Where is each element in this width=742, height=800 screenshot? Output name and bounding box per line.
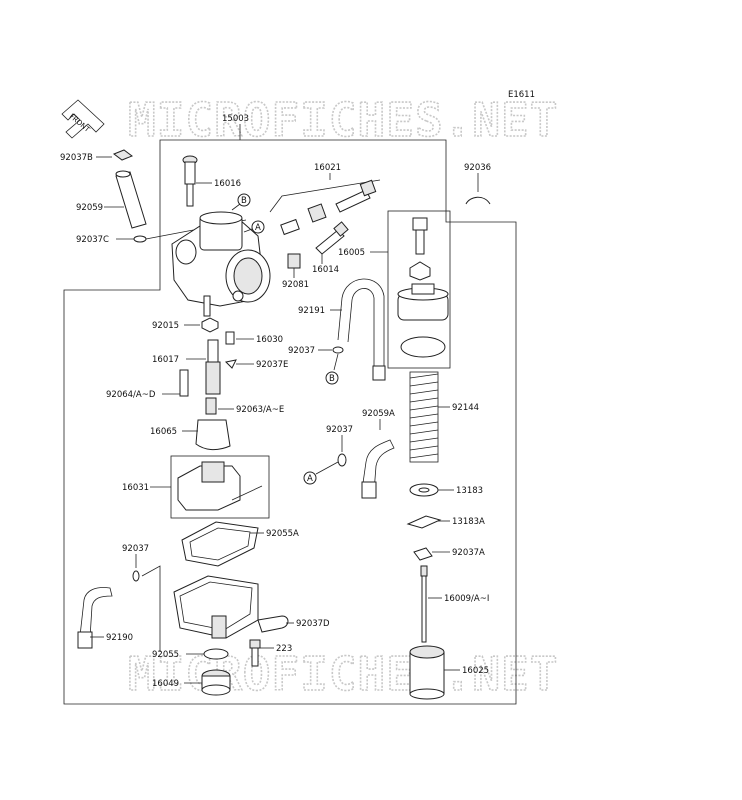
spring-92144-part [409,371,439,463]
label-92055A: 92055A [266,529,299,539]
label-92037-mid: 92037 [326,425,353,435]
jet-92064-part [179,369,189,397]
callout-b-top: B [231,193,251,211]
label-92144: 92144 [452,403,479,413]
label-16016: 16016 [214,179,241,189]
nut-16005-part [409,261,431,281]
label-92015: 92015 [152,321,179,331]
clip-92037-mid-part [337,453,347,467]
clip-92037E-part [224,359,237,369]
label-16005: 16005 [338,248,365,258]
label-92059A: 92059A [362,409,395,419]
needle-16009-part [420,565,428,643]
label-16021: 16021 [314,163,341,173]
oring-92055-part [203,648,229,660]
svg-text:B: B [329,374,335,384]
clip-92037A-part [413,547,433,561]
label-92037-upper: 92037 [288,346,315,356]
oring-16005-part [400,336,446,358]
bracket-92037D-part [257,615,289,633]
label-16065: 16065 [150,427,177,437]
callout-b-mid: B [325,371,339,385]
label-13183: 13183 [456,486,483,496]
cap-group-frame [387,210,451,369]
label-92037B: 92037B [60,153,93,163]
clip-92037B-part [112,149,134,161]
label-92037A: 92037A [452,548,485,558]
label-16014: 16014 [312,265,339,275]
label-16049: 16049 [152,679,179,689]
label-92037-lower: 92037 [122,544,149,554]
plate-13183A-part [406,515,442,529]
label-92190: 92190 [106,633,133,643]
baffle-16065-part [195,419,231,451]
label-92037D: 92037D [296,619,330,629]
svg-text:A: A [307,474,313,484]
float-16031-part [177,461,263,511]
label-16017: 16017 [152,355,179,365]
svg-text:B: B [241,196,247,206]
pilot-screw-16021-part [280,179,377,236]
bracket-lower-left [141,565,161,652]
callout-a-top: A [243,220,265,234]
watermark-bottom: MICROFICHES.NET [128,647,558,701]
label-92059: 92059 [76,203,103,213]
needle-16014-part [315,221,349,255]
hose-92190-part [79,587,113,639]
front-arrow-icon: FRONT [61,99,105,139]
bracket-16021 [269,179,381,213]
label-92055: 92055 [152,650,179,660]
assembly-frame [63,139,517,705]
cap-16005-part [397,283,449,321]
spring-92081-part [287,253,301,269]
screw-16016-part [182,155,198,207]
watermark-top: MICROFICHES.NET [128,93,558,147]
figure-code: E1611 [508,90,535,100]
label-16025: 16025 [462,666,489,676]
label-92037C: 92037C [76,235,109,245]
label-92037E: 92037E [256,360,288,370]
jet-92063-part [205,397,217,415]
label-16030: 16030 [256,335,283,345]
label-223: 223 [276,644,292,654]
callout-a-mid: A [303,471,317,485]
clip-92037-lower-part [132,570,140,582]
label-16009: 16009/A~I [444,594,489,604]
tube-92059-part [115,170,147,229]
jet-16030-part [225,331,235,345]
label-92081: 92081 [282,280,309,290]
needle-jet-16017-part [205,339,221,395]
nut-92015-part [201,317,219,333]
label-13183A: 13183A [452,517,485,527]
hose-92059A-part [361,439,395,493]
label-92064: 92064/A~D [106,390,156,400]
adjuster-16005-part [412,217,428,255]
svg-text:A: A [255,223,261,233]
clip-92037-upper-part [332,346,344,354]
clip-92037C-part [133,235,147,243]
label-15003: 15003 [222,114,249,124]
gasket-92055A-part [181,521,259,567]
label-92036: 92036 [464,163,491,173]
hose-92191-part [337,278,385,366]
carburetor-body-part [171,211,271,317]
float-bowl-part [173,575,259,639]
label-92063: 92063/A~E [236,405,284,415]
ring-92036-part [465,196,491,205]
throttle-valve-16025-part [409,645,445,700]
label-16031: 16031 [122,483,149,493]
plug-16049-part [201,669,231,696]
screw-223-part [249,639,261,667]
label-92191: 92191 [298,306,325,316]
